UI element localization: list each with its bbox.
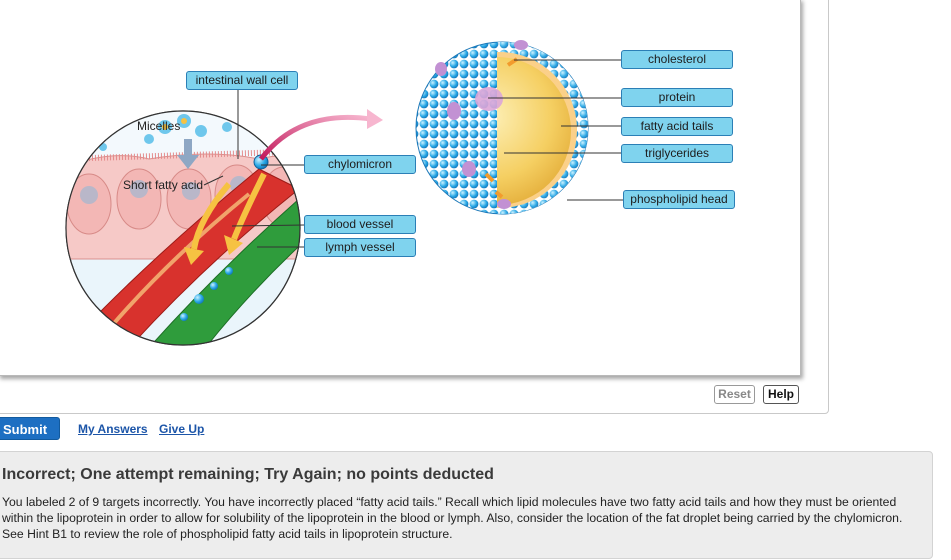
help-button[interactable]: Help	[763, 385, 799, 404]
label-phospholipid-head[interactable]: phospholipid head	[623, 190, 735, 209]
label-blood-vessel[interactable]: blood vessel	[304, 215, 416, 234]
submit-button[interactable]: Submit	[0, 417, 60, 440]
give-up-link[interactable]: Give Up	[159, 422, 205, 436]
my-answers-link[interactable]: My Answers	[78, 422, 148, 436]
short-fatty-acid-text: Short fatty acid	[123, 178, 204, 192]
label-triglycerides[interactable]: triglycerides	[621, 144, 733, 163]
reset-button[interactable]: Reset	[714, 385, 755, 404]
chylomicron-illustration	[415, 40, 589, 215]
leader-lines	[203, 59, 623, 248]
label-fatty-acid-tails[interactable]: fatty acid tails	[621, 117, 733, 136]
label-cholesterol[interactable]: cholesterol	[621, 50, 733, 69]
label-chylomicron[interactable]: chylomicron	[304, 155, 416, 174]
magnify-arrow	[259, 114, 372, 161]
label-protein[interactable]: protein	[621, 88, 733, 107]
feedback-panel: Incorrect; One attempt remaining; Try Ag…	[0, 451, 933, 559]
micelles-text: Micelles	[137, 119, 181, 133]
label-lymph-vessel[interactable]: lymph vessel	[304, 238, 416, 257]
labeling-canvas: Micelles Short fatty acid intestinal wal…	[0, 0, 801, 376]
intestine-magnified-view	[65, 110, 301, 346]
feedback-body: You labeled 2 of 9 targets incorrectly. …	[2, 495, 903, 541]
label-intestinal-wall-cell[interactable]: intestinal wall cell	[186, 71, 298, 90]
feedback-title: Incorrect; One attempt remaining; Try Ag…	[2, 466, 494, 483]
lipoprotein-figure	[65, 40, 623, 346]
